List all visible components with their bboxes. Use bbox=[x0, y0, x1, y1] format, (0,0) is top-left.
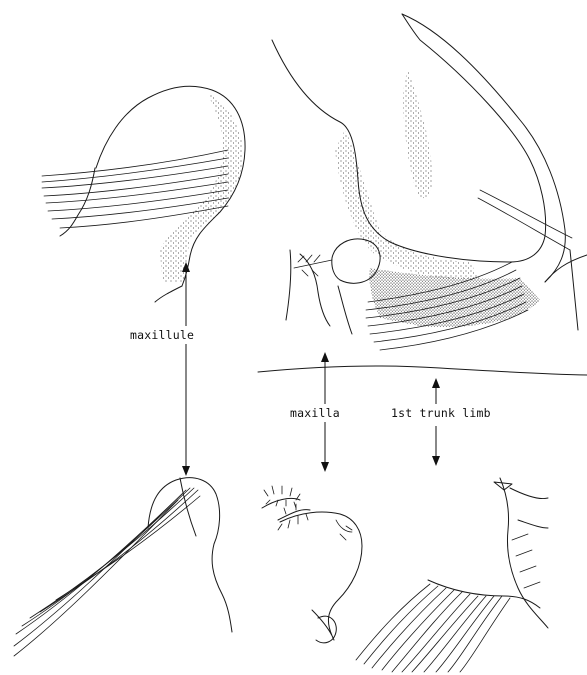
maxillule-lower-outline bbox=[148, 478, 232, 632]
maxillule-upper-drawing bbox=[42, 86, 245, 302]
maxillule-arrow bbox=[182, 262, 190, 476]
maxilla-small-stem bbox=[338, 286, 352, 334]
trunk-limb-lower-back bbox=[510, 488, 548, 528]
maxillule-lower-inner bbox=[180, 478, 196, 536]
trunk-limb-lower-setae bbox=[356, 584, 510, 672]
trunk-limb-lower-margin bbox=[428, 580, 540, 608]
head-shading-lower bbox=[335, 130, 480, 280]
head-fine-lines bbox=[478, 190, 572, 250]
maxilla-label: maxilla bbox=[290, 406, 340, 420]
carapace-edge bbox=[545, 250, 587, 330]
trunk-limb-lower-spines bbox=[512, 534, 540, 588]
head-region-drawing bbox=[272, 14, 587, 350]
divider-line bbox=[258, 366, 587, 375]
maxilla-lower-outline bbox=[280, 512, 362, 640]
trunk-limb-label: 1st trunk limb bbox=[391, 406, 491, 420]
maxillule-lower-setae bbox=[14, 488, 200, 656]
maxilla-small-outline bbox=[286, 250, 330, 326]
maxilla-lower-drawing bbox=[262, 486, 362, 643]
head-shading-upper bbox=[403, 70, 432, 198]
maxilla-lower-lobe bbox=[316, 616, 336, 643]
maxillule-lower-drawing bbox=[14, 478, 232, 656]
maxillule-upper-shading bbox=[160, 92, 243, 282]
trunk-limb-lower-drawing bbox=[356, 478, 548, 672]
maxillule-label: maxillule bbox=[130, 328, 194, 342]
maxilla-small-drawing bbox=[286, 239, 380, 334]
